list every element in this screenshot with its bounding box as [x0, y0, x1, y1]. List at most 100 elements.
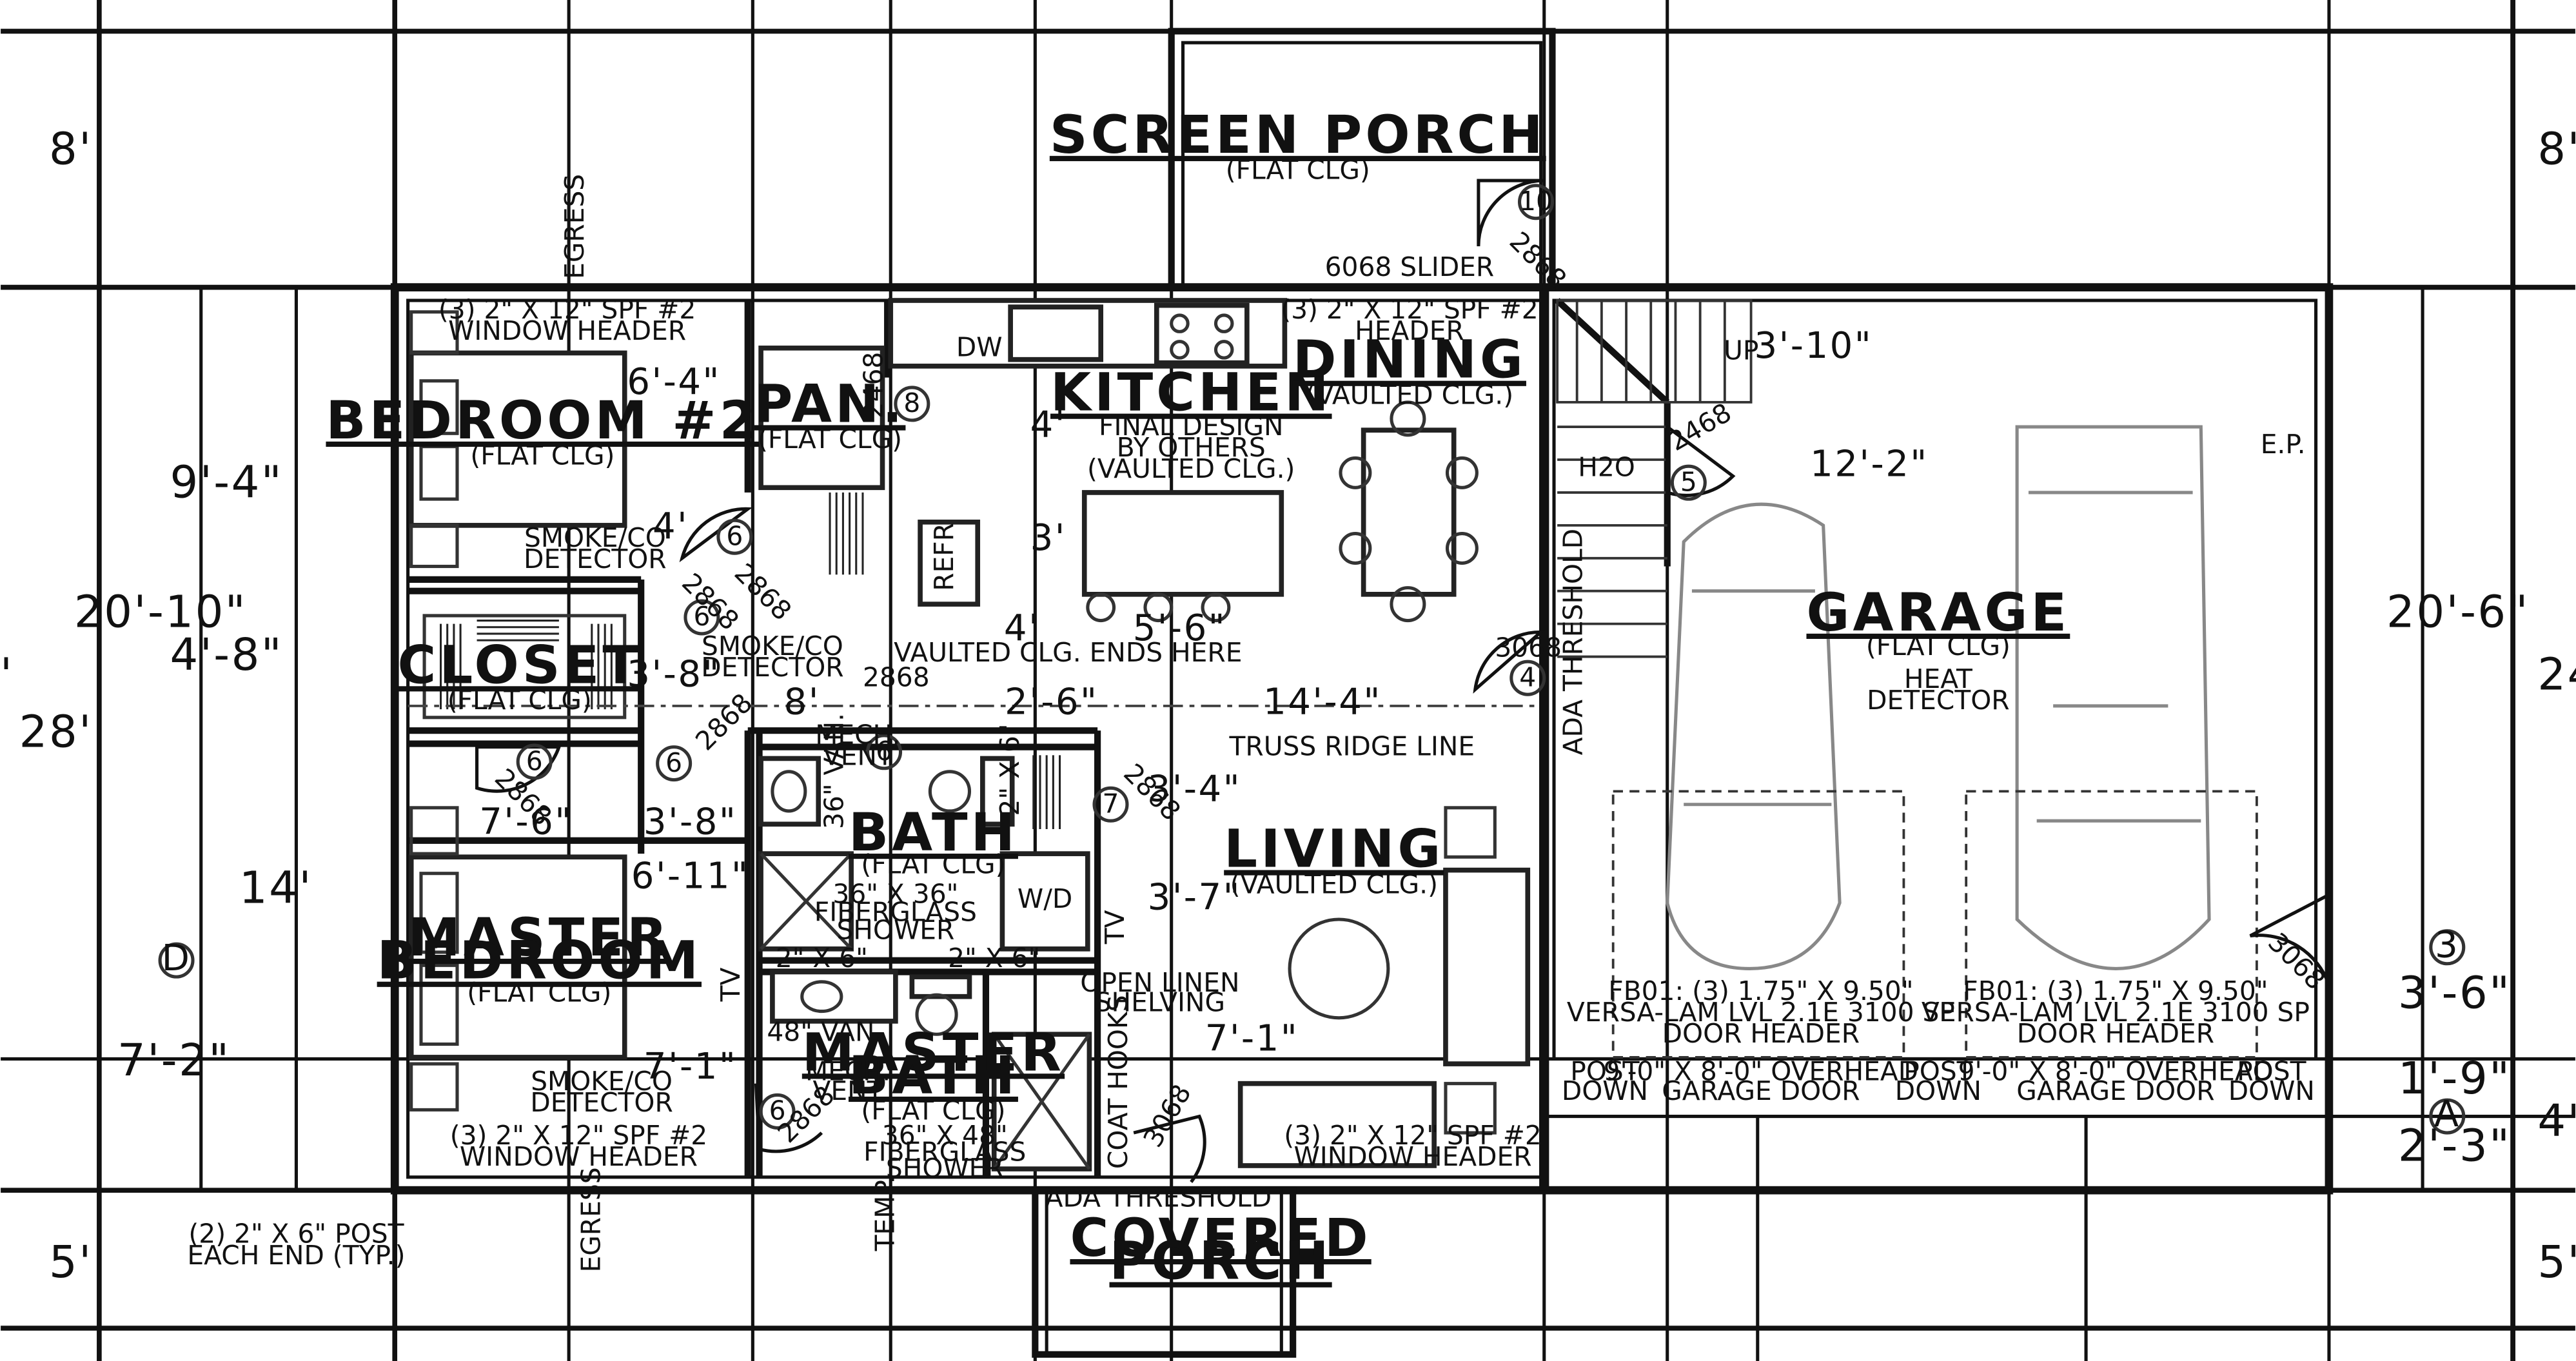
- bath-label: BATH: [849, 802, 1018, 863]
- smoke-detector3a: SMOKE/CO: [531, 1066, 673, 1097]
- header-note-top2: WINDOW HEADER: [448, 315, 686, 346]
- garage-label: GARAGE: [1806, 582, 2070, 643]
- tv-note-1: TV: [715, 967, 746, 1002]
- screen-porch-label: SCREEN PORCH: [1050, 104, 1546, 166]
- dim-4a: 4': [653, 505, 689, 547]
- dim-right-8: 8': [2537, 124, 2576, 175]
- garage-door-right2: GARAGE DOOR: [2016, 1075, 2214, 1106]
- garage-door-right1: 9'-0" X 8'-0" OVERHEAD: [1958, 1056, 2274, 1087]
- pantry-label: PAN.: [754, 373, 906, 435]
- post-note1: (2) 2" X 6" POST: [188, 1219, 404, 1249]
- wd-note: W/D: [1018, 883, 1072, 914]
- dim-3-4: 3'-4": [1148, 769, 1241, 810]
- coat-hooks-note: COAT HOOKS: [1103, 995, 1134, 1169]
- vaulted-ends-note: VAULTED CLG. ENDS HERE: [894, 637, 1242, 668]
- dim-4b: 4': [1030, 404, 1067, 446]
- dim-12-2: 12'-2": [1810, 443, 1929, 485]
- dim-3-8b: 3'-8": [644, 801, 737, 843]
- shower1a: 36" X 36": [832, 879, 958, 910]
- dim-5-6: 5'-6": [1133, 607, 1226, 649]
- fb01-left2: VERSA-LAM LVL 2.1E 3100 SP: [1567, 997, 1955, 1028]
- egress-note-top: EGRESS: [559, 174, 590, 279]
- kitchen-fixtures: [758, 298, 1288, 623]
- header-note-bot2: WINDOW HEADER: [460, 1141, 698, 1172]
- smoke-detector2b: DETECTOR: [701, 652, 843, 683]
- dim-2-6: 2'-6": [1005, 681, 1098, 723]
- mech-vent-2b: VENT: [813, 1075, 883, 1106]
- door-tag-10: 10: [1519, 186, 1553, 217]
- exterior-walls: [390, 28, 2334, 1358]
- header-dining2: HEADER: [1355, 315, 1464, 346]
- covered-porch-label1: COVERED: [1070, 1208, 1371, 1269]
- door-tag-5: 5: [1680, 466, 1697, 497]
- dim-6-11: 6'-11": [631, 856, 750, 897]
- grid-marker-d: D: [162, 937, 192, 979]
- bath-note: (FLAT CLG): [861, 849, 1005, 880]
- header-note-bot1: (3) 2" X 12" SPF #2: [450, 1120, 707, 1151]
- master-bedroom-label2: BEDROOM: [377, 930, 702, 992]
- dim-7-1a: 7'-1": [644, 1046, 737, 1088]
- door-size-13: 3068: [1137, 1079, 1197, 1153]
- door-tag-4: 4: [1519, 661, 1536, 692]
- stair: [1556, 299, 1753, 658]
- smoke-detector1a: SMOKE/CO: [524, 522, 666, 553]
- dim-left-7-2: 7'-2": [117, 1035, 231, 1086]
- car-left: [1666, 502, 1842, 970]
- egress-note-bottom: EGRESS: [576, 1167, 607, 1272]
- van48-note: 48" VAN.: [767, 1016, 883, 1047]
- door-tag-8: 8: [903, 387, 920, 418]
- closet-shelving: [422, 492, 1061, 829]
- dim-3-7: 3'-7": [1148, 877, 1241, 919]
- grid-marker-a: A: [2434, 1093, 2461, 1135]
- smoke-detector2a: SMOKE/CO: [702, 631, 843, 661]
- van36-note: 36" VAN.: [818, 713, 849, 829]
- bedroom2-note: (FLAT CLG): [470, 440, 615, 471]
- ep-note: E.P.: [2261, 429, 2306, 460]
- garage-door-left1: 9'-0" X 8'-0" OVERHEAD: [1604, 1056, 1919, 1087]
- shower2b: FIBERGLASS: [863, 1136, 1026, 1167]
- smoke-detector3b: DETECTOR: [530, 1087, 673, 1118]
- post-down3a: POST: [2237, 1056, 2306, 1087]
- slider-note: 6068 SLIDER: [1325, 251, 1495, 282]
- shower2a: 36" X 48": [882, 1120, 1008, 1151]
- dim-3-10: 3'-10": [1755, 325, 1873, 367]
- closet-note: (FLAT CLG): [447, 685, 592, 716]
- master-bath-label1: MASTER: [802, 1022, 1065, 1083]
- bed-2: [408, 310, 627, 569]
- living-note: (VAULTED CLG.): [1230, 868, 1438, 899]
- door-tag-6c: 6: [526, 745, 543, 776]
- smoke-detector1b: DETECTOR: [524, 543, 666, 574]
- ada-threshold-vertical: ADA THRESHOLD: [1557, 529, 1588, 755]
- fb01-right2: VERSA-LAM LVL 2.1E 3100 SP: [1922, 997, 2310, 1028]
- truss-ridge-note: TRUSS RIDGE LINE: [1229, 730, 1475, 761]
- twobysix1: 2" X 6": [776, 943, 868, 974]
- room-labels: SCREEN PORCH (FLAT CLG) BEDROOM #2 (FLAT…: [326, 104, 2070, 1292]
- fb01-left3: DOOR HEADER: [1662, 1018, 1860, 1049]
- dim-left-41: 41': [0, 649, 14, 701]
- dining-label: DINING: [1293, 329, 1526, 391]
- master-bath-label2: BATH: [849, 1045, 1018, 1106]
- grid-marker-3: 3: [2435, 925, 2459, 966]
- door-tag-6d: 6: [665, 747, 682, 778]
- master-bedroom-label1: MASTER: [408, 907, 671, 968]
- ada-threshold-note: ADA THRESHOLD: [1045, 1182, 1272, 1213]
- h2o-note: H2O: [1578, 451, 1635, 482]
- dim-8: 8': [784, 681, 820, 723]
- bedroom2-label: BEDROOM #2: [326, 390, 759, 451]
- fb01-right3: DOOR HEADER: [2017, 1018, 2214, 1049]
- dim-right-20-6: 20'-6": [2386, 587, 2530, 638]
- stair-up-note: UP: [1724, 335, 1758, 366]
- dim-right-2-3: 2'-3": [2398, 1120, 2512, 1171]
- door-tags: [158, 184, 2466, 1135]
- dim-right-24: 24': [2537, 649, 2576, 701]
- post-down2b: DOWN: [1895, 1075, 1981, 1106]
- door-tag-6b: 6: [693, 601, 710, 632]
- car-right: [2015, 425, 2211, 970]
- tv-note-2: TV: [1099, 910, 1130, 945]
- post-down3b: DOWN: [2228, 1075, 2315, 1106]
- door-swings: [475, 179, 2331, 1183]
- dim-right-4: 4': [2537, 1095, 2576, 1147]
- dim-left-4-8: 4'-8": [170, 629, 284, 681]
- grid-markers: D 3 A: [162, 925, 2461, 1135]
